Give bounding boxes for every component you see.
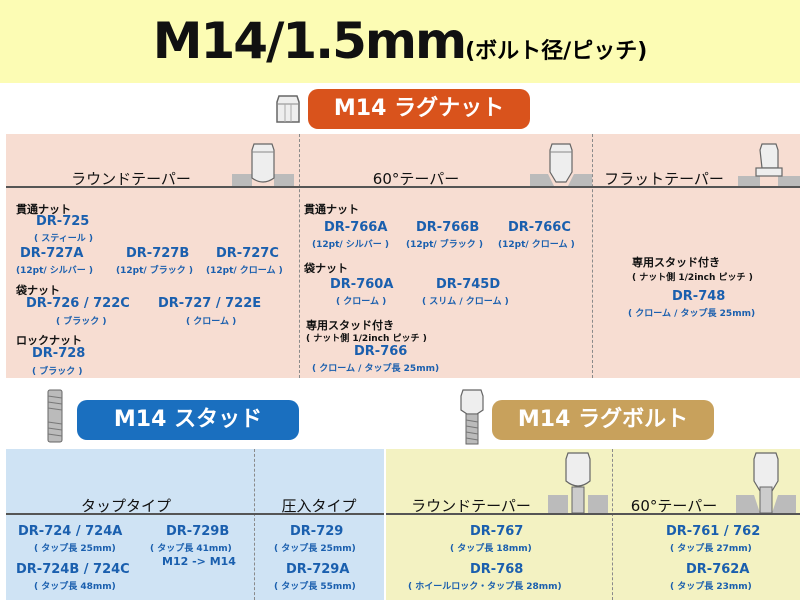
nut-60-stud-label: 専用スタッド付き xyxy=(306,319,394,332)
stud-press-header: 圧入タイプ xyxy=(281,497,357,515)
bolt-round-header: ラウンドテーパー xyxy=(411,497,531,515)
part-number: DR-729 xyxy=(290,524,344,539)
part-note: ( タップ長 27mm) xyxy=(670,544,752,554)
part-number: DR-727 / 722E xyxy=(158,296,262,311)
taper-60-nut-icon xyxy=(530,143,592,186)
part-note: (12pt/ シルバー ) xyxy=(312,240,390,250)
lug-bolt-pill: M14 ラグボルト xyxy=(492,400,714,440)
nut-round-thru-label: 貫通ナット xyxy=(16,203,71,216)
part-number: DR-727A xyxy=(20,246,84,261)
nut-60-header: 60°テーパー xyxy=(372,170,460,188)
part-note: ( ブラック ) xyxy=(32,367,83,377)
nut-60-bag-label: 袋ナット xyxy=(304,262,348,275)
page-title: M14/1.5mm xyxy=(152,12,467,70)
part-number: DR-726 / 722C xyxy=(26,296,130,311)
part-number: DR-761 / 762 xyxy=(666,524,761,539)
part-number: DR-727B xyxy=(126,246,190,261)
part-number: DR-766B xyxy=(416,220,480,235)
lug-nut-section: ラウンドテーパー 貫通ナット DR-725 ( スティール ) DR-727A … xyxy=(6,134,800,378)
part-number: DR-724B / 724C xyxy=(16,562,130,577)
part-number: DR-728 xyxy=(32,346,86,361)
taper-60-bolt-icon xyxy=(736,452,796,513)
part-number: DR-762A xyxy=(686,562,750,577)
stud-tap-header: タップタイプ xyxy=(80,497,171,515)
title-band: M14/1.5mm(ボルト径/ピッチ) xyxy=(0,0,800,83)
part-note: ( タップ長 41mm) xyxy=(150,544,232,554)
part-number: DR-729A xyxy=(286,562,350,577)
nut-flat-stud-label: 専用スタッド付き xyxy=(632,256,720,269)
nut-flat-header: フラットテーパー xyxy=(604,170,724,188)
part-note: ( タップ長 48mm) xyxy=(34,582,116,592)
part-note: ( ブラック ) xyxy=(56,317,107,327)
nut-60-thru-label: 貫通ナット xyxy=(304,203,359,216)
part-note: (12pt/ ブラック ) xyxy=(406,240,484,250)
part-note: ( タップ長 55mm) xyxy=(274,582,356,592)
part-number: DR-745D xyxy=(436,277,501,292)
part-number: DR-767 xyxy=(470,524,524,539)
part-note: (12pt/ クローム ) xyxy=(206,266,283,276)
nut-60-stud-sub: ( ナット側 1/2inch ピッチ ) xyxy=(306,334,427,344)
part-number: DR-724 / 724A xyxy=(18,524,123,539)
part-note: ( ホイールロック・タップ長 28mm) xyxy=(408,582,562,592)
part-number: DR-748 xyxy=(672,289,726,304)
nut-round-bag-label: 袋ナット xyxy=(16,284,60,297)
lug-nut-pill: M14 ラグナット xyxy=(308,89,530,129)
part-note: ( クローム ) xyxy=(336,297,387,307)
part-note: ( クローム / タップ長 25mm) xyxy=(628,309,756,319)
part-note: ( タップ長 18mm) xyxy=(450,544,532,554)
round-taper-nut-icon xyxy=(232,143,294,186)
lug-nut-icon xyxy=(276,95,300,123)
part-number: DR-768 xyxy=(470,562,524,577)
stud-section: タップタイプ 圧入タイプ DR-724 / 724A ( タップ長 25mm) … xyxy=(6,449,384,600)
part-note: (12pt/ ブラック ) xyxy=(116,266,194,276)
nut-round-header: ラウンドテーパー xyxy=(71,170,191,188)
part-note: ( クローム / タップ長 25mm) xyxy=(312,364,440,374)
stud-pill: M14 スタッド xyxy=(77,400,299,440)
part-note: (12pt/ シルバー ) xyxy=(16,266,94,276)
stud-adapter-note: M12 -> M14 xyxy=(162,555,236,568)
stud-icon xyxy=(47,389,63,443)
flat-taper-nut-icon xyxy=(738,143,800,186)
part-note: ( タップ長 25mm) xyxy=(34,544,116,554)
part-number: DR-766 xyxy=(354,344,408,359)
part-number: DR-727C xyxy=(216,246,279,261)
lug-bolt-section: ラウンドテーパー 60°テーパー DR-767 ( タップ長 18mm) DR-… xyxy=(386,449,800,600)
part-note: ( クローム ) xyxy=(186,317,237,327)
nut-round-lock-label: ロックナット xyxy=(16,334,82,347)
part-note: ( スリム / クローム ) xyxy=(422,297,509,307)
part-number: DR-729B xyxy=(166,524,230,539)
bolt-60-header: 60°テーパー xyxy=(630,497,718,515)
part-note: ( タップ長 25mm) xyxy=(274,544,356,554)
part-number: DR-760A xyxy=(330,277,394,292)
part-note: ( タップ長 23mm) xyxy=(670,582,752,592)
part-number: DR-766C xyxy=(508,220,571,235)
nut-flat-stud-sub: ( ナット側 1/2inch ピッチ ) xyxy=(632,273,753,283)
part-number: DR-725 xyxy=(36,214,90,229)
part-note: (12pt/ クローム ) xyxy=(498,240,575,250)
round-taper-bolt-icon xyxy=(548,452,608,513)
part-number: DR-766A xyxy=(324,220,388,235)
part-note: ( スティール ) xyxy=(34,234,93,244)
lug-bolt-icon xyxy=(460,389,484,445)
page-subtitle: (ボルト径/ピッチ) xyxy=(465,39,648,64)
